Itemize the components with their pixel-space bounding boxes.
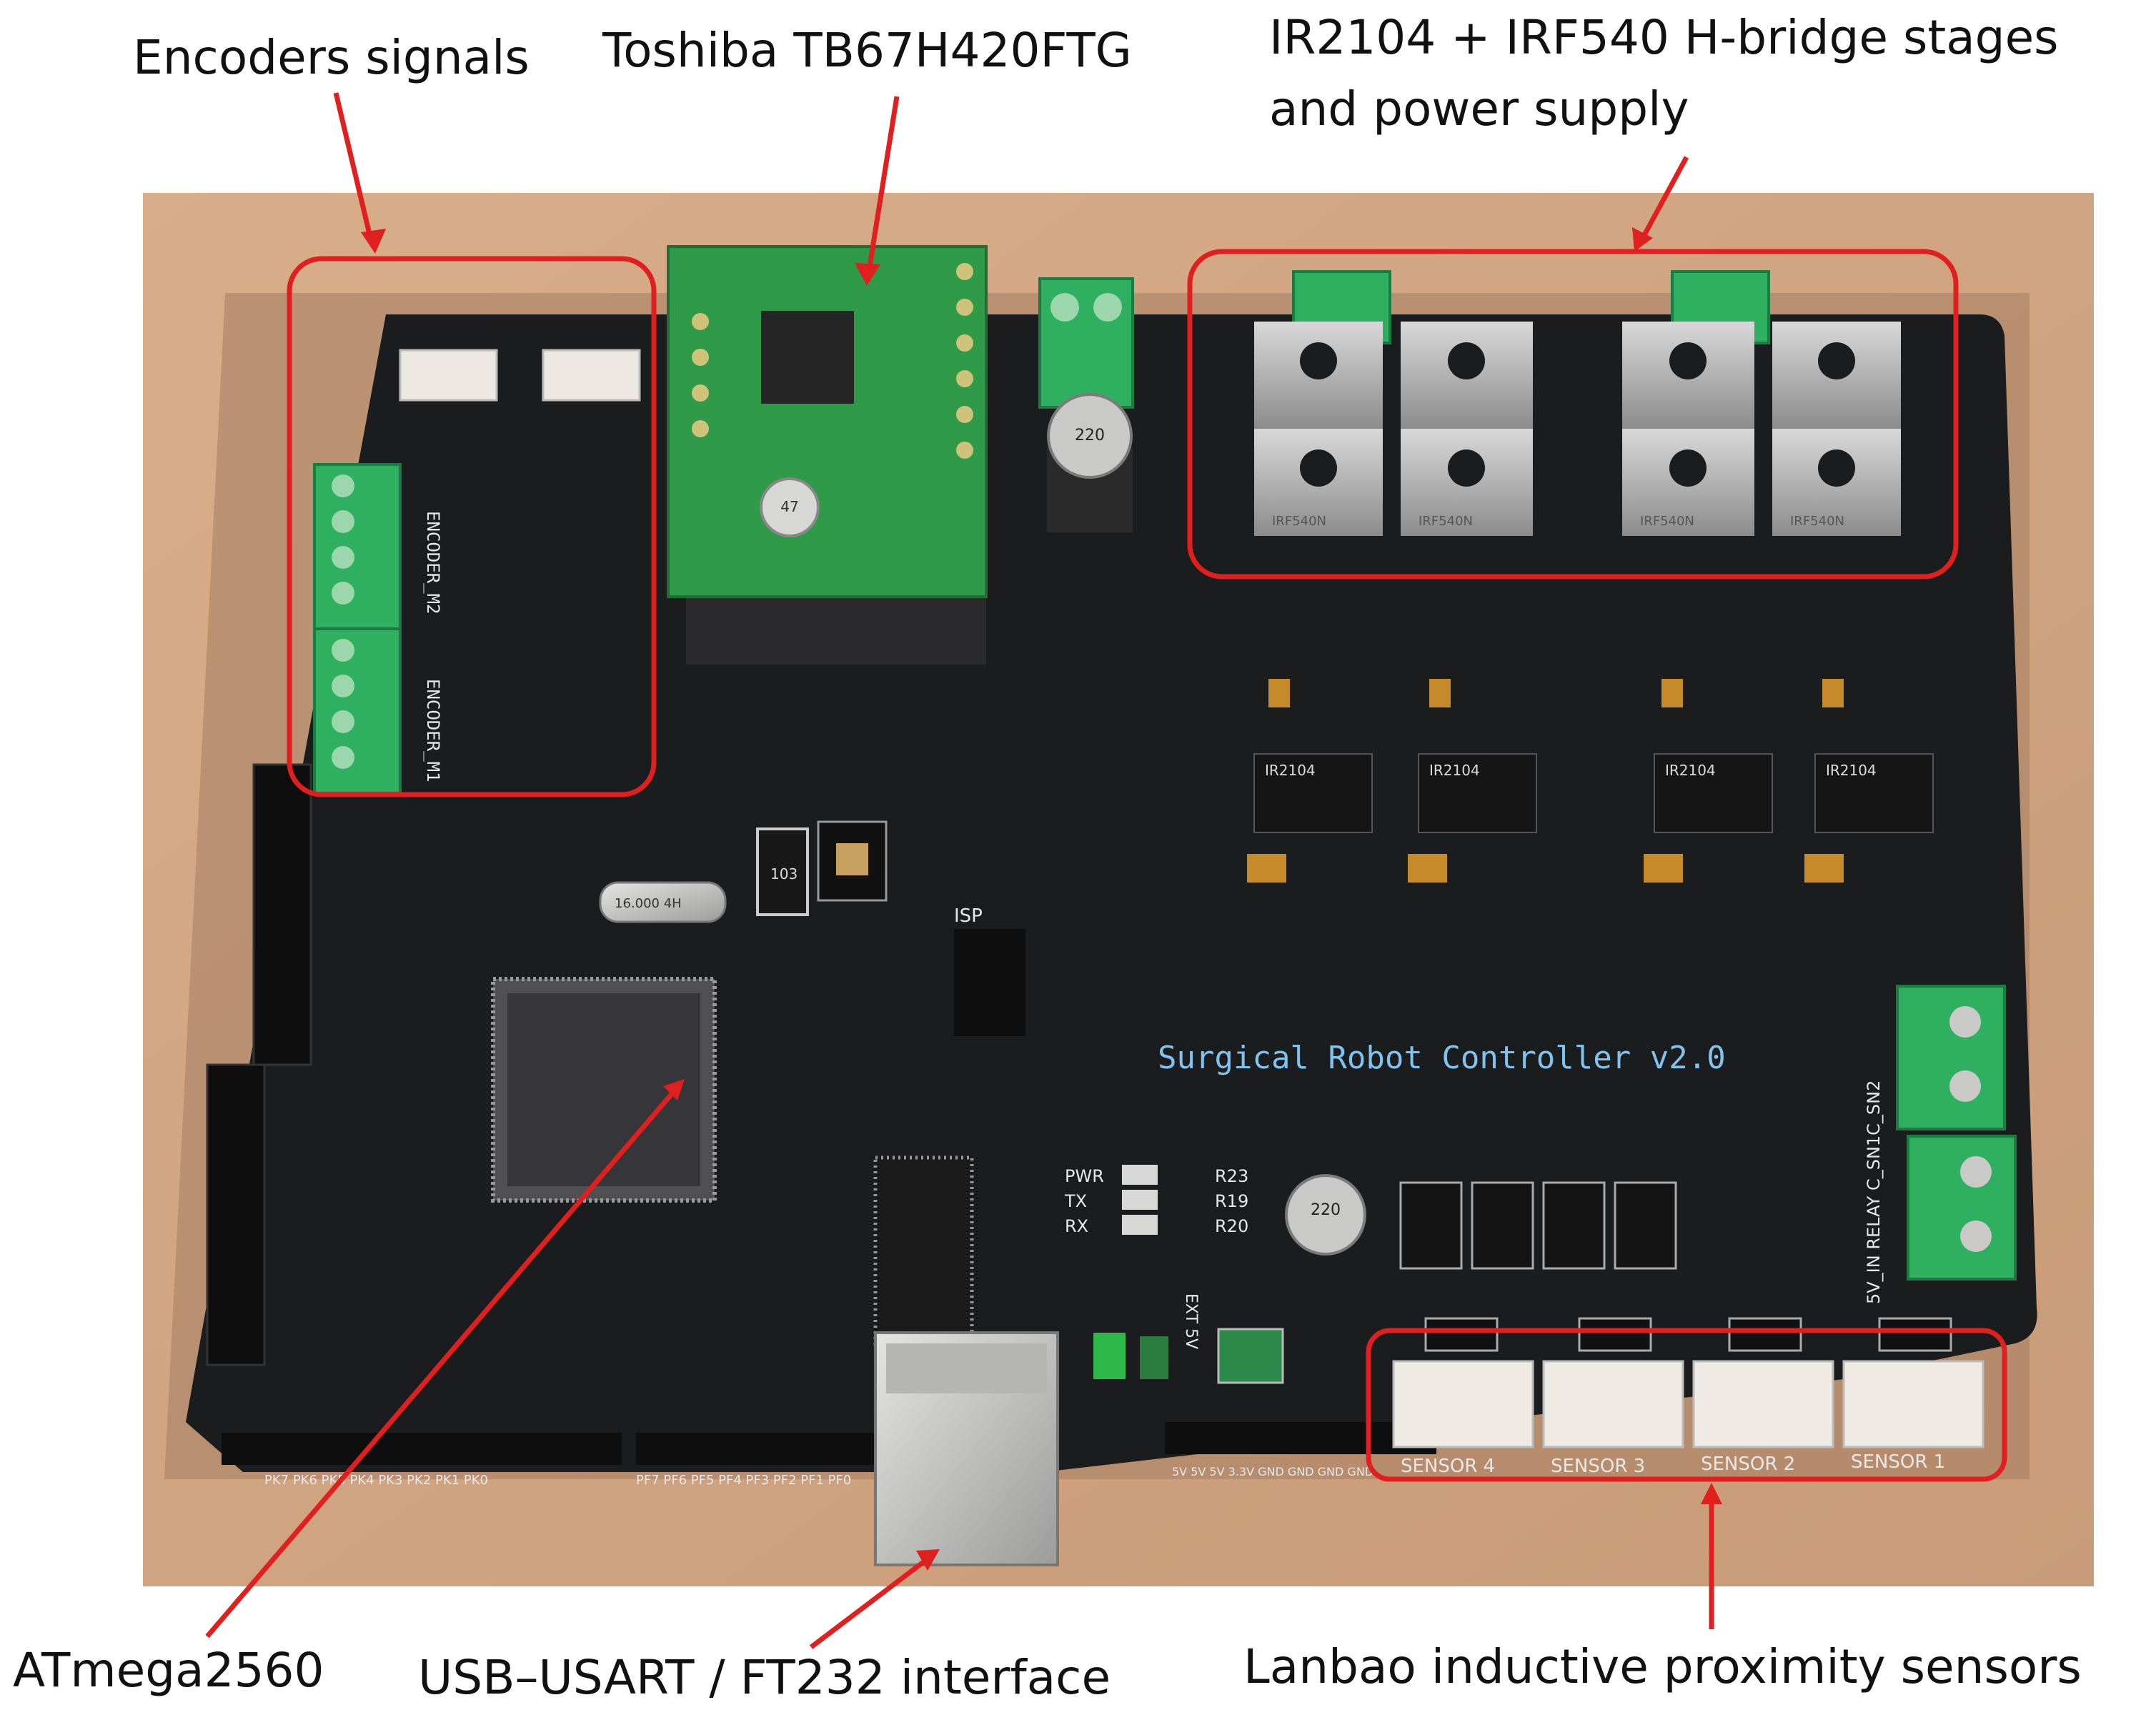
ir2104-label-3: IR2104 <box>1665 762 1716 779</box>
cap-big2-value: 220 <box>1311 1201 1341 1219</box>
header-left-top <box>252 763 312 1066</box>
reset-button <box>817 820 888 902</box>
encoder-jst-1 <box>399 349 498 402</box>
mosfet-1 <box>1254 322 1383 429</box>
ir2104-ic-2: IR2104 <box>1418 753 1537 833</box>
optocouplers <box>1399 1181 1677 1270</box>
crystal-label: 16.000 4H <box>615 896 682 911</box>
mosfet-label-4: IRF540N <box>1790 514 1844 529</box>
header-pk <box>222 1433 622 1465</box>
sensor-3-label: SENSOR 3 <box>1551 1456 1645 1477</box>
encoder-terminal-m2 <box>313 463 402 630</box>
mosfet-label-1: IRF540N <box>1272 514 1326 529</box>
fuse <box>1217 1328 1284 1384</box>
mosfet-label-3: IRF540N <box>1640 514 1694 529</box>
isp-header: ISP <box>954 905 1025 1036</box>
relay-terminals <box>1896 985 2017 1281</box>
label-encoder-m1: ENCODER_M1 <box>423 679 443 782</box>
status-leds: PWR TX RX R23 R19 R20 <box>1064 1165 1248 1236</box>
sensor-1-label: SENSOR 1 <box>1851 1451 1945 1473</box>
usb-b-connector <box>874 1331 1059 1566</box>
res-r20: R20 <box>1215 1216 1248 1236</box>
label-encoder-m2: ENCODER_M2 <box>423 511 443 615</box>
capacitor-220-2: 220 <box>1285 1174 1366 1256</box>
board-photo: ENCODER_M2 ENCODER_M1 47 220 IRF5 <box>143 193 2094 1586</box>
callout-ir2104-line1: IR2104 + IRF540 H-bridge stages <box>1269 10 2059 65</box>
label-header-pf: PF7 PF6 PF5 PF4 PF3 PF2 PF1 PF0 <box>636 1473 851 1488</box>
callout-atmega: ATmega2560 <box>13 1643 324 1698</box>
isp-label: ISP <box>954 905 983 927</box>
driver-passives <box>1247 679 1844 883</box>
cap-small-value: 47 <box>780 498 798 515</box>
sensor-4-label: SENSOR 4 <box>1401 1456 1495 1477</box>
ir2104-label-2: IR2104 <box>1429 762 1480 779</box>
toshiba-driver-module: 47 <box>667 245 988 665</box>
ir2104-ic-1: IR2104 <box>1253 753 1373 833</box>
mosfet-3 <box>1622 322 1754 429</box>
encoder-jst-2 <box>542 349 641 402</box>
ir2104-ic-3: IR2104 <box>1654 753 1773 833</box>
mosfet-2 <box>1401 322 1533 429</box>
label-header-power: 5V 5V 5V 3.3V GND GND GND GND <box>1172 1465 1373 1478</box>
callout-usb: USB–USART / FT232 interface <box>418 1650 1111 1705</box>
callout-encoders: Encoders signals <box>133 30 530 85</box>
cap-big1-value: 220 <box>1075 427 1105 444</box>
ir2104-label-1: IR2104 <box>1265 762 1316 779</box>
mosfet-4 <box>1772 322 1901 429</box>
ext-5v-jumper <box>1140 1336 1168 1379</box>
board-title: Surgical Robot Controller v2.0 <box>1158 1040 1726 1076</box>
sensor-2-label: SENSOR 2 <box>1701 1453 1795 1475</box>
usb-5v-jumper <box>1093 1333 1126 1379</box>
atmega2560-chip <box>491 977 717 1203</box>
callout-toshiba: Toshiba TB67H420FTG <box>602 23 1132 78</box>
relay-label: 5V_IN RELAY C_SN1C_SN2 <box>1864 1080 1884 1304</box>
label-header-pk: PK7 PK6 PK5 PK4 PK3 PK2 PK1 PK0 <box>264 1473 488 1488</box>
resistor-103 <box>756 827 809 916</box>
led-tx: TX <box>1064 1191 1087 1211</box>
capacitor-220-1: 220 <box>1047 393 1133 532</box>
mosfet-label-2: IRF540N <box>1419 514 1473 529</box>
res-r19: R19 <box>1215 1191 1248 1211</box>
header-left-bottom <box>206 1063 266 1366</box>
resistor-103-label: 103 <box>770 865 798 883</box>
motor-terminal <box>1038 277 1134 409</box>
led-rx: RX <box>1065 1216 1088 1236</box>
ext-5v-label: EXT 5V <box>1182 1293 1200 1349</box>
ir2104-label-4: IR2104 <box>1826 762 1877 779</box>
encoder-terminal-m1 <box>313 627 402 795</box>
crystal <box>599 881 727 923</box>
callout-ir2104-line2: and power supply <box>1269 81 1689 136</box>
ir2104-ic-4: IR2104 <box>1814 753 1934 833</box>
res-r23: R23 <box>1215 1166 1248 1186</box>
ft232-chip <box>873 1155 974 1346</box>
led-pwr: PWR <box>1065 1166 1104 1186</box>
callout-lanbao: Lanbao inductive proximity sensors <box>1243 1639 2082 1694</box>
